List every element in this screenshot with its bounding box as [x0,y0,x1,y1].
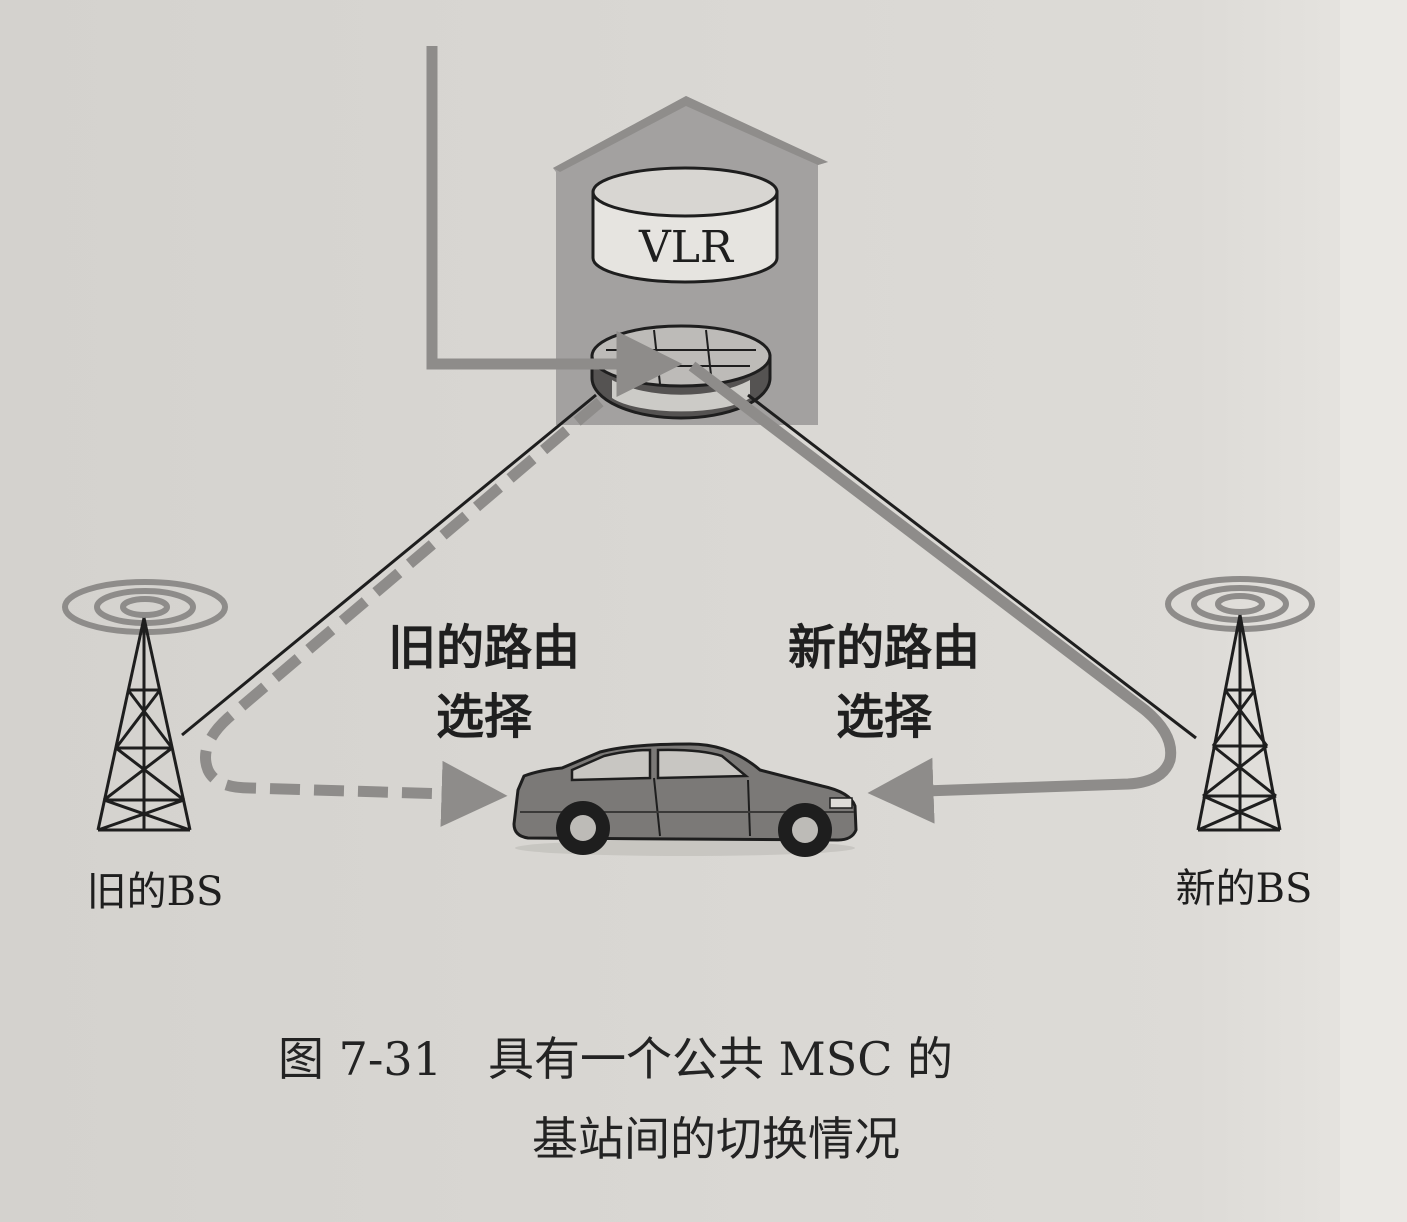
old-route-label-line1: 旧的路由 [388,620,580,676]
new-bs-label: 新的BS [1176,866,1313,912]
new-route-label-line1: 新的路由 [788,620,980,676]
vlr-database-icon: VLR [591,166,779,284]
page-edge [1340,0,1407,1222]
msc-old-bs-link [181,393,597,737]
figure-caption-line2: 基站间的切换情况 [532,1112,900,1166]
old-bs-tower-icon [62,579,228,832]
msc-new-bs-link [747,393,1197,740]
new-bs-tower-icon [1165,576,1315,832]
old-bs-label: 旧的BS [87,869,224,915]
old-route-dashed [200,397,604,827]
incoming-call-route [426,46,683,397]
new-route-label-line2: 选择 [836,689,933,745]
old-route-label-line2: 选择 [436,689,533,745]
vlr-label: VLR [638,222,735,273]
new-route-solid [688,361,1177,824]
car-icon [512,742,858,857]
figure-caption-line1: 图 7-31 具有一个公共 MSC 的 [278,1032,953,1086]
